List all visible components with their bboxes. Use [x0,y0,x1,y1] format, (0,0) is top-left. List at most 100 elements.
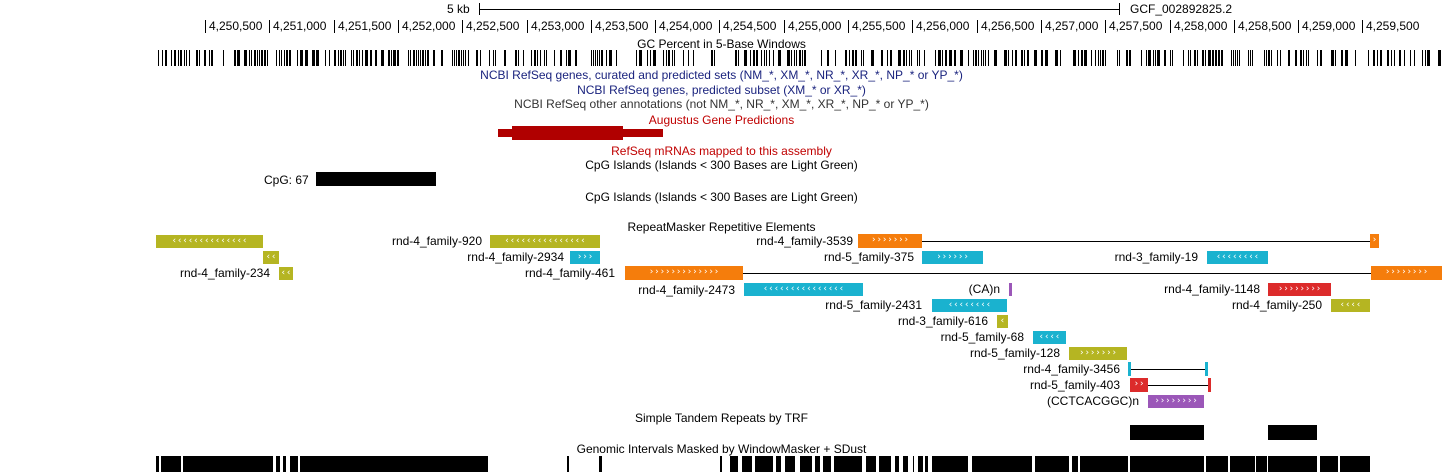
gc-window [791,50,792,66]
repeat-block-cyan[interactable]: ‹‹‹‹ [1033,331,1066,344]
repeat-block-cyan[interactable]: ››› [570,251,600,264]
gc-window [735,50,737,66]
gc-window [1212,50,1214,66]
augustus-title[interactable]: Augustus Gene Predictions [648,113,795,127]
trf-title[interactable]: Simple Tandem Repeats by TRF [635,411,808,425]
gc-window [973,50,974,66]
repeat-block-olive[interactable]: ‹‹‹‹‹‹‹‹‹‹‹‹‹‹ [156,235,263,248]
trf-block[interactable] [1130,425,1204,440]
gc-window [325,50,326,66]
gc-window [281,50,282,66]
gc-window [165,50,167,66]
gc-window [338,50,339,66]
gc-window [647,50,648,66]
gc-window [259,50,260,66]
cpg-track-title-2[interactable]: CpG Islands (Islands < 300 Bases are Lig… [585,190,858,204]
gc-window [738,50,739,66]
repeatmasker-title[interactable]: RepeatMasker Repetitive Elements [627,220,816,234]
gc-window [693,50,694,66]
repeat-label: rnd-5_family-403 [1029,378,1120,392]
repeat-block-cyan[interactable]: ‹‹‹‹‹‹‹‹ [1207,251,1268,264]
gc-window [714,50,715,66]
trf-block[interactable] [1268,425,1317,440]
gc-window [465,50,466,66]
repeat-block-cyan[interactable]: ›››››› [922,251,983,264]
gc-window [1117,50,1118,66]
gc-window [365,50,368,66]
ruler-tick-label: 4,258,000 [1174,19,1228,33]
gc-window [911,50,912,66]
repeat-block-red[interactable] [1208,378,1211,392]
gc-window [286,50,288,66]
repeat-block-olive[interactable]: ‹ [997,315,1008,328]
windowmasker-interval [918,456,923,472]
gc-window [257,50,258,66]
cpg-island-block[interactable] [316,172,436,186]
refseq-curated-title[interactable]: NCBI RefSeq genes, curated and predicted… [480,68,963,82]
repeat-block-orange[interactable]: ››››››› [858,234,922,248]
gc-window [744,50,747,66]
gc-window [458,50,460,66]
ruler-tick-label: 4,256,500 [981,19,1035,33]
ruler-tick-label: 4,250,500 [209,19,263,33]
repeat-block-olive[interactable]: ‹‹‹‹ [1331,299,1370,312]
gc-window [954,50,956,66]
ruler-tick-label: 4,255,000 [788,19,842,33]
augustus-utr-left [498,129,512,137]
repeat-block-cyan[interactable]: ‹‹‹‹‹‹‹‹‹‹‹‹‹‹‹ [744,283,863,296]
gc-window [391,50,392,66]
repeat-block-cyan[interactable] [1128,362,1131,376]
gc-window [1438,50,1441,66]
repeat-label: rnd-4_family-3539 [756,234,853,248]
gc-window [968,50,969,66]
gc-window [566,50,567,66]
gc-window [653,50,656,66]
repeat-block-olive[interactable]: ‹‹ [279,267,293,280]
refseq-predicted-title[interactable]: NCBI RefSeq genes, predicted subset (XM_… [577,83,866,97]
gc-window [204,50,206,66]
windowmasker-interval [815,456,820,472]
gc-window [1308,50,1309,66]
gc-window [540,50,541,66]
gc-window [408,50,409,66]
gc-window [416,50,417,66]
ruler-tick [719,20,720,33]
gc-window [515,50,517,66]
gc-window [1021,50,1023,66]
repeat-block-purple[interactable]: ›››››››› [1148,395,1204,408]
repeat-block-purple[interactable] [1009,283,1012,296]
repeat-block-orange[interactable]: › [1370,234,1379,248]
windowmasker-interval [1340,456,1370,472]
gc-window [1078,50,1079,66]
scale-bar-left-tick [479,3,480,15]
gc-window [1422,50,1423,66]
repeat-block-olive[interactable]: ››››››› [1069,347,1127,360]
cpg-track-title-1[interactable]: CpG Islands (Islands < 300 Bases are Lig… [585,158,858,172]
gc-window [329,50,330,66]
gc-window [802,50,803,66]
gc-window [949,50,952,66]
gc-window [518,50,519,66]
repeat-block-olive[interactable]: ‹‹‹‹‹‹‹‹‹‹‹‹‹‹‹ [490,235,600,248]
refseq-mrna-title[interactable]: RefSeq mRNAs mapped to this assembly [611,144,832,158]
repeat-block-cyan[interactable]: ‹‹‹‹‹‹‹‹ [932,299,1007,312]
repeat-block-orange[interactable]: ›››››››› [1371,266,1442,280]
windowmasker-title[interactable]: Genomic Intervals Masked by WindowMasker… [576,442,867,456]
repeat-block-red[interactable]: ›››››››› [1268,283,1331,296]
gc-window [186,50,187,66]
repeat-block-olive[interactable]: ‹‹ [263,251,279,264]
gc-window [1208,50,1211,66]
gc-track-title[interactable]: GC Percent in 5-Base Windows [637,37,806,51]
repeat-block-red[interactable]: ›› [1130,378,1148,392]
gc-window [1231,50,1232,66]
refseq-other-title[interactable]: NCBI RefSeq other annotations (not NM_*,… [514,97,929,111]
repeat-block-cyan[interactable] [1205,362,1208,376]
gc-window [454,50,455,66]
windowmasker-interval [1130,456,1204,472]
repeat-block-orange[interactable]: ››››››››››››› [625,266,743,280]
windowmasker-interval [1230,456,1255,472]
gc-window [480,50,481,66]
windowmasker-interval [730,456,738,472]
ruler-tick-label: 4,251,500 [338,19,392,33]
gc-window [960,50,963,66]
